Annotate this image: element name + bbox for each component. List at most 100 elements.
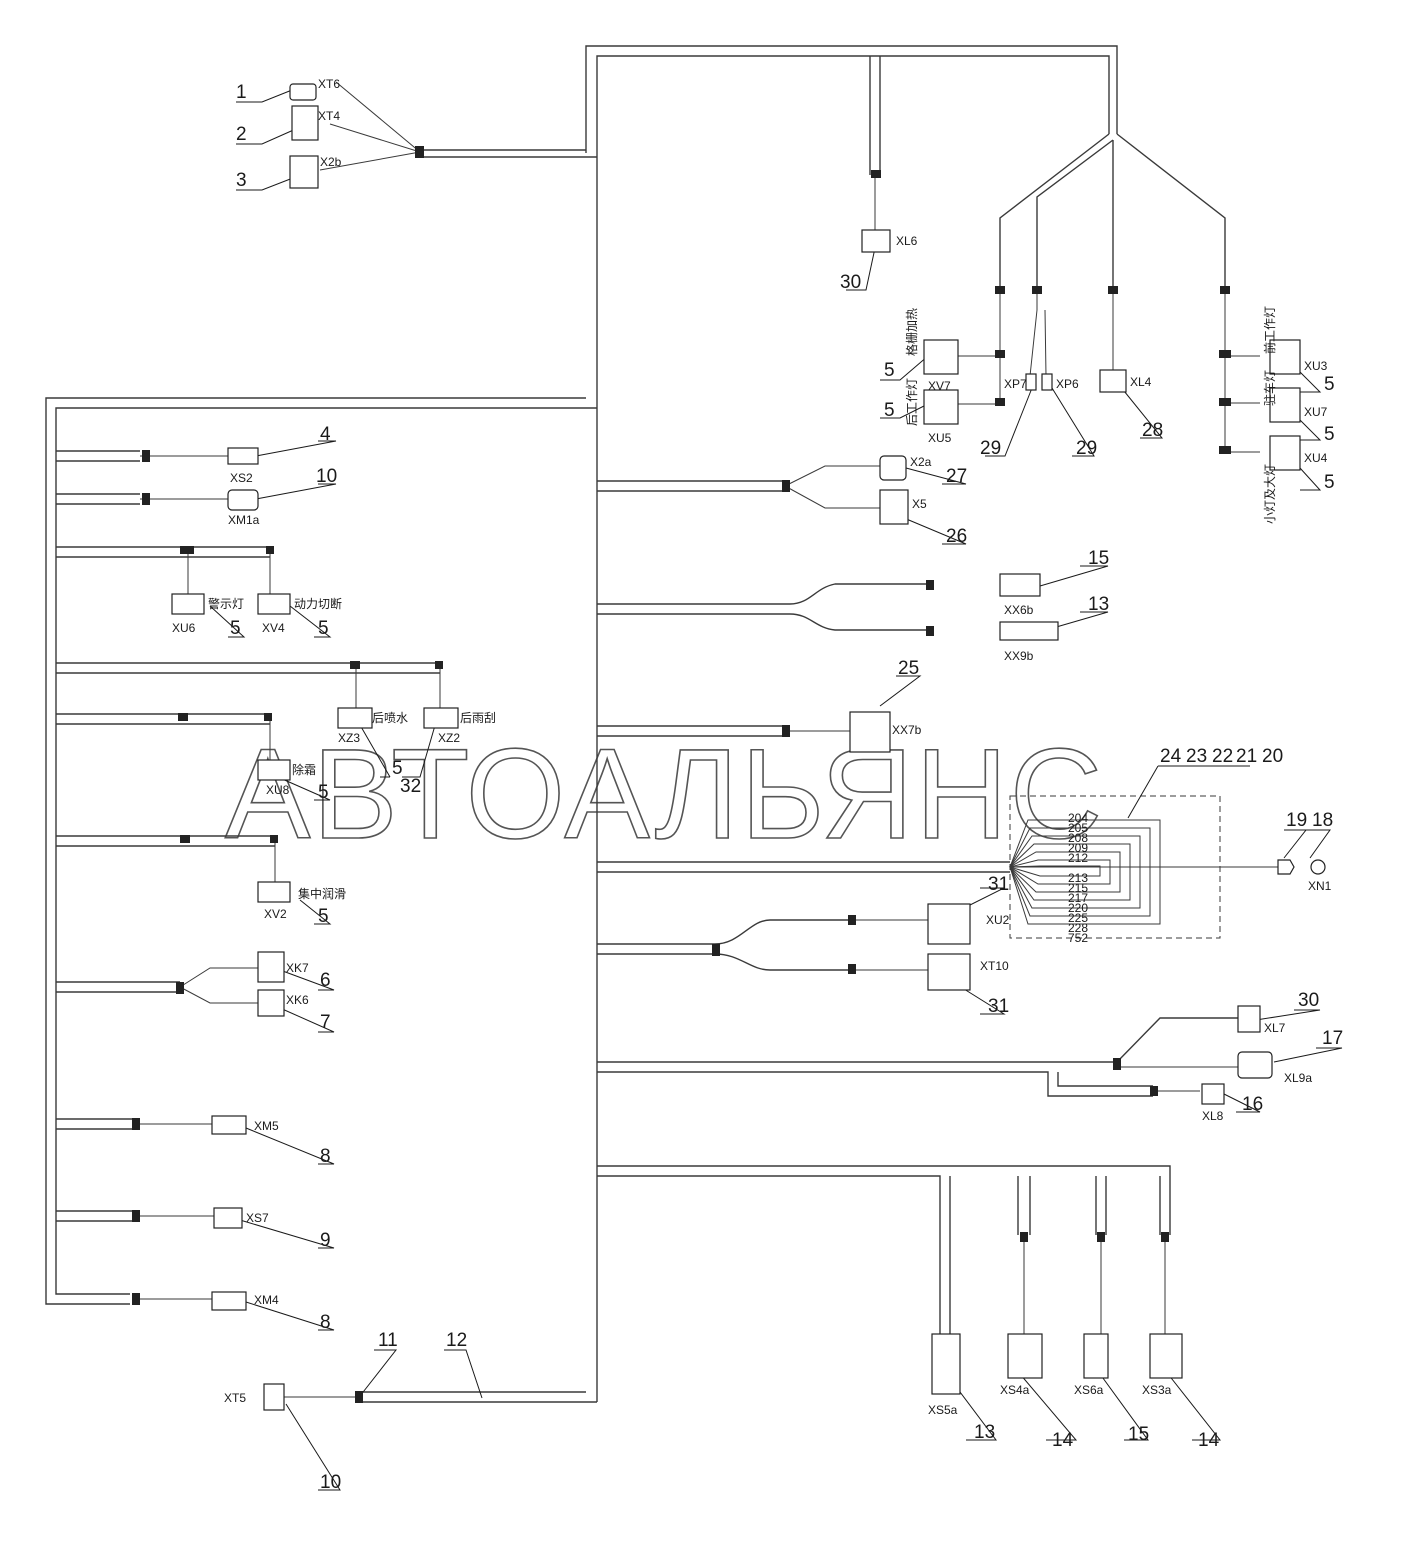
connector-xl6[interactable] <box>861 229 891 253</box>
callout-xu6: 5 <box>230 618 241 639</box>
connector-xx9b[interactable] <box>999 621 1059 641</box>
connector-xv7[interactable] <box>923 339 959 375</box>
callout-x2a: 27 <box>946 466 967 487</box>
connector-xs2[interactable] <box>227 447 259 465</box>
callout-11: 11 <box>378 1330 398 1351</box>
callout-leaders <box>209 89 1343 1491</box>
code-xt4: XT4 <box>318 109 340 123</box>
connector-xl4[interactable] <box>1099 369 1127 393</box>
callout-xs3a: 14 <box>1198 1430 1220 1451</box>
connector-xl7[interactable] <box>1237 1005 1261 1033</box>
code-xz3: XZ3 <box>338 731 360 745</box>
code-xk7: XK7 <box>286 961 309 975</box>
callout-numbers: 1 2 3 30 5 5 29 29 28 5 5 5 4 10 27 26 5… <box>230 82 1343 1493</box>
connector-xp6[interactable] <box>1041 373 1053 391</box>
callout-xu4: 5 <box>1324 472 1335 493</box>
connector-xt5[interactable] <box>263 1383 285 1411</box>
callout-xx6b: 15 <box>1088 548 1109 569</box>
thin-leads <box>132 81 1280 1398</box>
callout-xt10: 31 <box>988 996 1009 1017</box>
callout-xx7b: 25 <box>898 658 919 679</box>
connector-xm4[interactable] <box>211 1291 247 1311</box>
connector-xs6a[interactable] <box>1083 1333 1109 1379</box>
code-xv2: XV2 <box>264 907 287 921</box>
connector-xu7[interactable] <box>1269 387 1301 423</box>
callout-xs4a: 14 <box>1052 1430 1074 1451</box>
wire-209: 209 <box>1068 841 1088 855</box>
connector-xx6b[interactable] <box>999 573 1041 597</box>
callout-xv7: 5 <box>884 360 895 381</box>
connector-xt6[interactable] <box>289 83 317 101</box>
code-xu2: XU2 <box>986 913 1010 927</box>
connector-x5[interactable] <box>879 489 909 525</box>
code-xu4: XU4 <box>1304 451 1328 465</box>
connector-xz2[interactable] <box>423 707 459 729</box>
connector-xs3a[interactable] <box>1149 1333 1183 1379</box>
code-xt10: XT10 <box>980 959 1009 973</box>
label-power-cutoff: 动力切断 <box>294 596 342 611</box>
connector-xu8[interactable] <box>257 759 291 781</box>
code-xm5: XM5 <box>254 1119 279 1133</box>
callout-xs7: 9 <box>320 1230 331 1251</box>
connector-xm5[interactable] <box>211 1115 247 1135</box>
connector-xt4[interactable] <box>291 105 319 141</box>
label-defrost: 除霜 <box>292 762 316 777</box>
connector-xl9a[interactable] <box>1237 1051 1273 1079</box>
connector-xs4a[interactable] <box>1007 1333 1043 1379</box>
callout-xl8: 16 <box>1242 1094 1263 1115</box>
code-xl7: XL7 <box>1264 1021 1286 1035</box>
callout-xu2: 31 <box>988 874 1009 895</box>
connector-xk6[interactable] <box>257 989 285 1017</box>
connector-xs5a[interactable] <box>931 1333 961 1395</box>
connector-x2a[interactable] <box>879 455 907 481</box>
code-xp7: XP7 <box>1004 377 1027 391</box>
callout-xz2: 32 <box>400 776 421 797</box>
connector-codes: XT6 XT4 X2b XL6 XV7 XU5 XP7 XP6 XL4 XU3 … <box>172 77 1332 1417</box>
callout-20: 20 <box>1262 746 1283 767</box>
connector-xu2[interactable] <box>927 903 971 945</box>
connector-xv2[interactable] <box>257 881 291 903</box>
connector-xs7[interactable] <box>213 1207 243 1229</box>
connector-xm1a[interactable] <box>227 489 259 511</box>
callout-xu7: 5 <box>1324 424 1335 445</box>
connector-xx7b[interactable] <box>849 711 891 753</box>
label-central-lube: 集中润滑 <box>298 886 346 901</box>
wire-228: 228 <box>1068 921 1088 935</box>
code-xk6: XK6 <box>286 993 309 1007</box>
callout-xs2: 4 <box>320 424 331 445</box>
callout-xm1a: 10 <box>316 466 337 487</box>
connector-xp7[interactable] <box>1025 373 1037 391</box>
callout-xs6a: 15 <box>1128 1424 1149 1445</box>
wire-204: 204 <box>1068 811 1088 825</box>
label-rear-washer: 后喷水 <box>372 711 408 725</box>
wire-212: 212 <box>1068 851 1088 865</box>
clip-markers <box>132 146 1231 1403</box>
connector-xu6[interactable] <box>171 593 205 615</box>
code-xu5: XU5 <box>928 431 952 445</box>
code-xs2: XS2 <box>230 471 253 485</box>
code-xm4: XM4 <box>254 1293 279 1307</box>
connector-xn1[interactable] <box>1310 859 1326 875</box>
callout-xu5: 5 <box>884 400 895 421</box>
callout-xv4: 5 <box>318 618 329 639</box>
connector-xu3[interactable] <box>1269 339 1301 375</box>
connector-xz3[interactable] <box>337 707 373 729</box>
code-xl6: XL6 <box>896 234 918 248</box>
connector-xu4[interactable] <box>1269 435 1301 471</box>
connector-xv4[interactable] <box>257 593 291 615</box>
callout-xp6: 29 <box>1076 438 1097 459</box>
connector-xt10[interactable] <box>927 953 971 991</box>
code-xz2: XZ2 <box>438 731 460 745</box>
callout-21: 21 <box>1236 746 1257 767</box>
connector-xl8[interactable] <box>1201 1083 1225 1105</box>
connector-xk7[interactable] <box>257 951 285 983</box>
label-warning-lamp: 警示灯 <box>208 596 244 611</box>
code-xs7: XS7 <box>246 1211 269 1225</box>
code-x2a: X2a <box>910 455 932 469</box>
connector-xu5[interactable] <box>923 389 959 425</box>
watermark: АВТОАЛЬЯНС <box>225 723 1104 866</box>
connector-x2b[interactable] <box>289 155 319 189</box>
label-small-and-head-lamp: 小灯及大灯 <box>1263 464 1277 524</box>
function-labels: 格栅加热 后工作灯 前工作灯 驻车灯 小灯及大灯 警示灯 动力切断 后喷水 后雨… <box>208 306 1277 901</box>
code-xu8: XU8 <box>266 783 290 797</box>
